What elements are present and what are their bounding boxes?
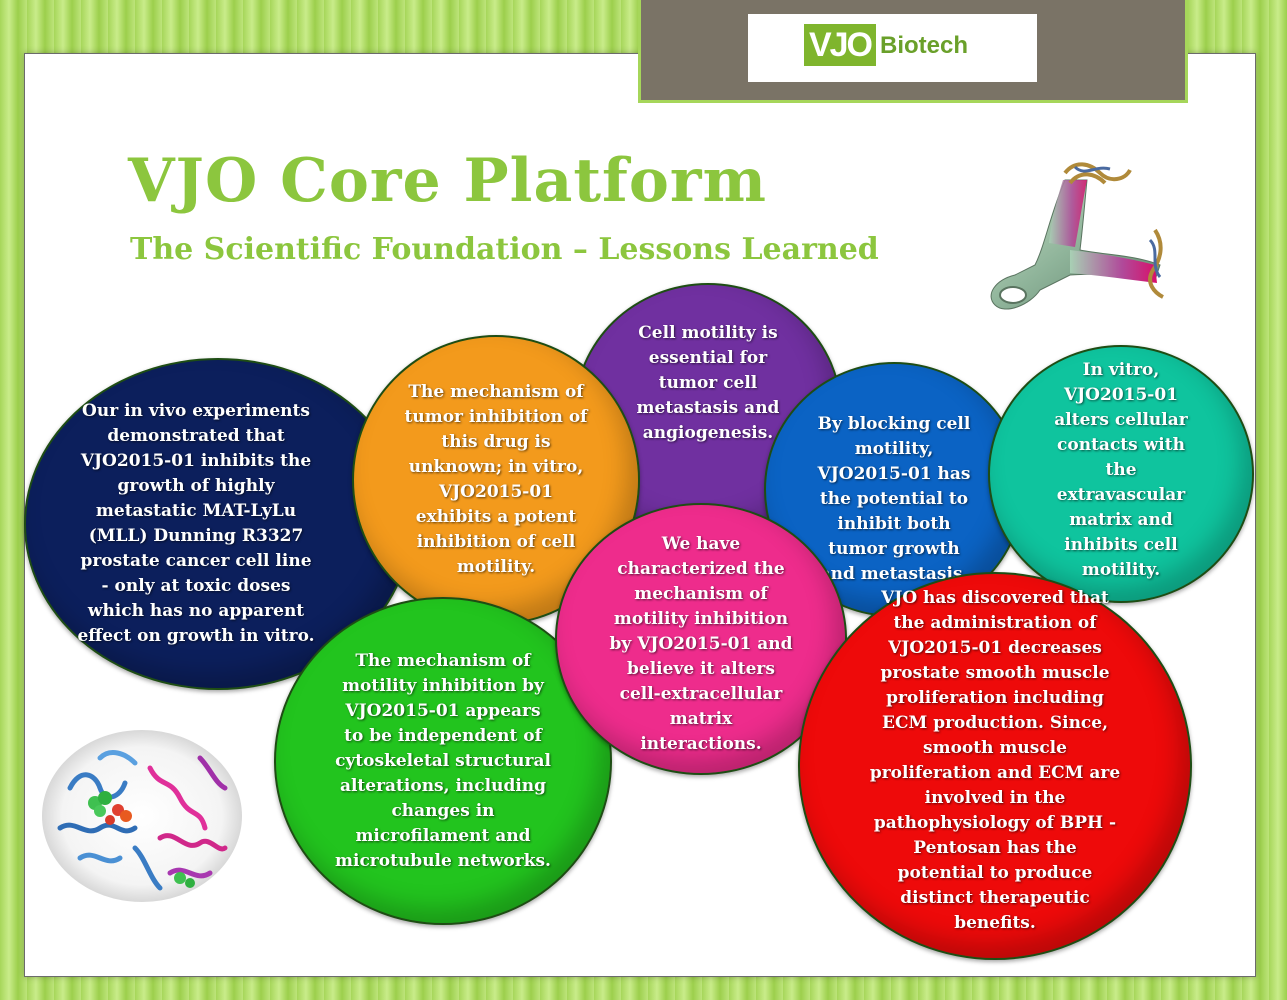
bubble-text: Our in vivo experiments demonstrated tha… [77, 401, 315, 646]
bubble-red-bph-discovery: VJO has discovered that the administrati… [798, 572, 1192, 960]
bubble-text: VJO has discovered that the administrati… [869, 588, 1121, 933]
bubble-text: Cell motility is essential for tumor cel… [636, 322, 780, 443]
bubble-text: By blocking cell motility, VJO2015-01 ha… [817, 414, 971, 584]
bubble-text: In vitro, VJO2015-01 alters cellular con… [1054, 359, 1188, 580]
molecule-illustration-icon [990, 162, 1164, 310]
logo: VJO Biotech [748, 14, 1037, 82]
bubble-text: We have characterized the mechanism of m… [609, 533, 793, 754]
bubble-teal-in-vitro: In vitro, VJO2015-01 alters cellular con… [988, 345, 1254, 603]
logo-wordmark: Biotech [880, 32, 969, 59]
bubble-text: The mechanism of tumor inhibition of thi… [404, 382, 588, 577]
logo-mark: VJO [804, 24, 876, 66]
protein-structure-icon [42, 730, 242, 902]
bubble-pink-characterized: We have characterized the mechanism of m… [555, 503, 847, 775]
bubble-text: The mechanism of motility inhibition by … [335, 650, 551, 871]
logo-banner: VJO Biotech [638, 0, 1188, 103]
page-subtitle: The Scientific Foundation – Lessons Lear… [130, 232, 879, 267]
page-title: VJO Core Platform [128, 146, 767, 216]
